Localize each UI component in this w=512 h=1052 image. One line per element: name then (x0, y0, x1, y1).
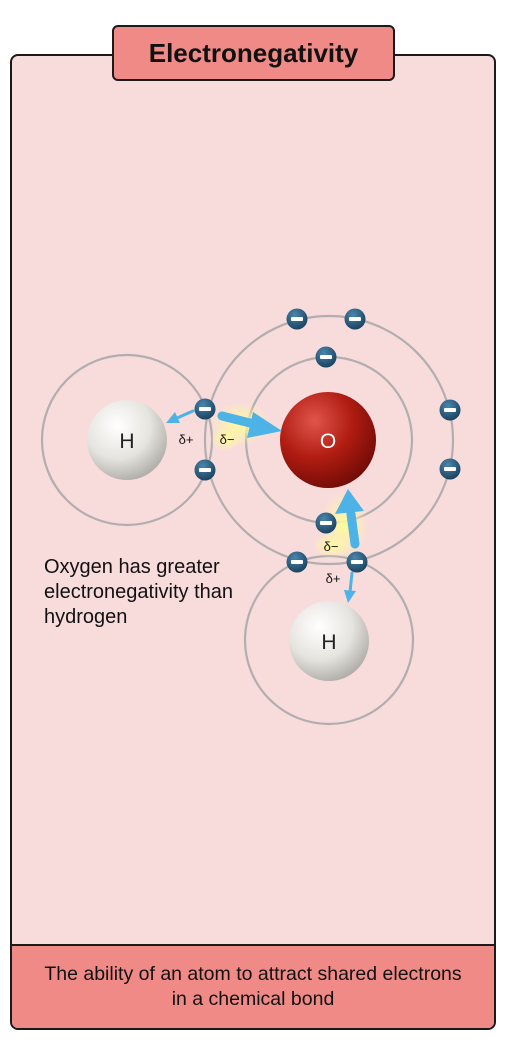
hydrogen-bottom-nucleus (289, 601, 369, 681)
electron-icon (439, 458, 461, 480)
charge-h-left: δ+ (179, 432, 194, 447)
small-arrow-bottom (344, 571, 356, 603)
oxygen-outer-shell (203, 314, 455, 566)
electron-icon (194, 459, 216, 481)
electron-icon (194, 398, 216, 420)
pull-arrow-bottom (335, 489, 364, 549)
oxygen-nucleus (280, 392, 376, 488)
electron-icon (346, 551, 368, 573)
glow-label-bottom (210, 427, 242, 451)
electron-icon (286, 308, 308, 330)
oxygen-label: O (320, 430, 336, 453)
electron-icon (344, 308, 366, 330)
electron-icon (286, 551, 308, 573)
definition-box: The ability of an atom to attract shared… (12, 944, 494, 1028)
note-text: Oxygen has greater electronegativity tha… (44, 556, 234, 628)
hydrogen-left-nucleus (87, 400, 167, 480)
electron-icon (315, 512, 337, 534)
page-title: Electronegativity (148, 37, 359, 68)
electron-icon (439, 399, 461, 421)
diagram-panel: The ability of an atom to attract shared… (10, 54, 496, 1030)
hydrogen-bottom-label: H (321, 631, 336, 654)
charge-o-bottom: δ− (324, 539, 339, 554)
definition-text: The ability of an atom to attract shared… (44, 963, 462, 1010)
title-box: Electronegativity (112, 25, 395, 81)
charge-o-left: δ− (220, 432, 235, 447)
small-arrow-left (166, 409, 195, 423)
hydrogen-left-label: H (119, 430, 134, 453)
pull-arrow-left (217, 411, 282, 438)
glow-label-left (313, 534, 349, 558)
charge-h-bottom: δ+ (326, 571, 341, 586)
electron-icon (315, 346, 337, 368)
